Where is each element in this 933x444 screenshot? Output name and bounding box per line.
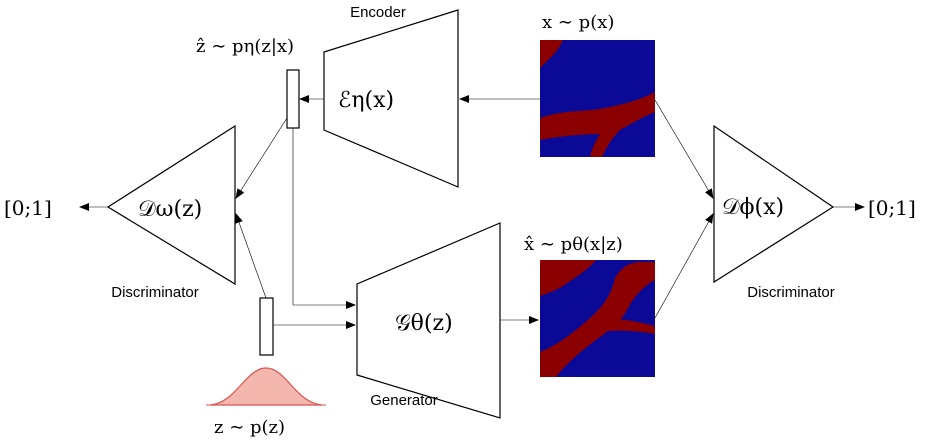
generator-label: Generator bbox=[370, 392, 438, 409]
discriminator-z-function: 𝒟ω(z) bbox=[138, 197, 202, 222]
encoder-block: ℰη(x) bbox=[323, 9, 459, 188]
data-sample-image bbox=[540, 40, 655, 157]
discriminator-x-function: 𝒟ϕ(x) bbox=[722, 195, 784, 220]
arrow-latent-to-discriminator bbox=[235, 117, 288, 199]
latent-code-box-prior bbox=[259, 297, 274, 356]
generated-sample-image bbox=[540, 260, 655, 377]
output-right-label: [0;1] bbox=[868, 196, 916, 220]
prior-gaussian-icon bbox=[206, 367, 326, 406]
encoder-function: ℰη(x) bbox=[338, 88, 394, 113]
x-hat-label: x̂ ∼ pθ(x|z) bbox=[524, 234, 623, 255]
generator-block: 𝒢θ(z) bbox=[356, 222, 501, 419]
arrow-latent-to-generator bbox=[292, 128, 356, 309]
output-left-label: [0;1] bbox=[4, 196, 52, 220]
discriminator-x-block: 𝒟ϕ(x) bbox=[713, 124, 835, 284]
discriminator-left-label: Discriminator bbox=[111, 284, 199, 301]
arrow-data-to-discriminator bbox=[654, 99, 714, 199]
encoder-label: Encoder bbox=[350, 4, 406, 21]
arrow-sample-to-discriminator bbox=[654, 213, 714, 319]
discriminator-right-label: Discriminator bbox=[747, 284, 835, 301]
arrow-prior-to-discriminator bbox=[235, 213, 267, 299]
discriminator-z-block: 𝒟ω(z) bbox=[106, 124, 236, 286]
latent-code-box-encoded bbox=[286, 69, 300, 129]
generator-function: 𝒢θ(z) bbox=[395, 311, 453, 336]
z-hat-label: ẑ ∼ pη(z|x) bbox=[196, 36, 294, 57]
x-data-label: x ∼ p(x) bbox=[542, 12, 614, 33]
z-prior-label: z ∼ p(z) bbox=[214, 417, 285, 438]
